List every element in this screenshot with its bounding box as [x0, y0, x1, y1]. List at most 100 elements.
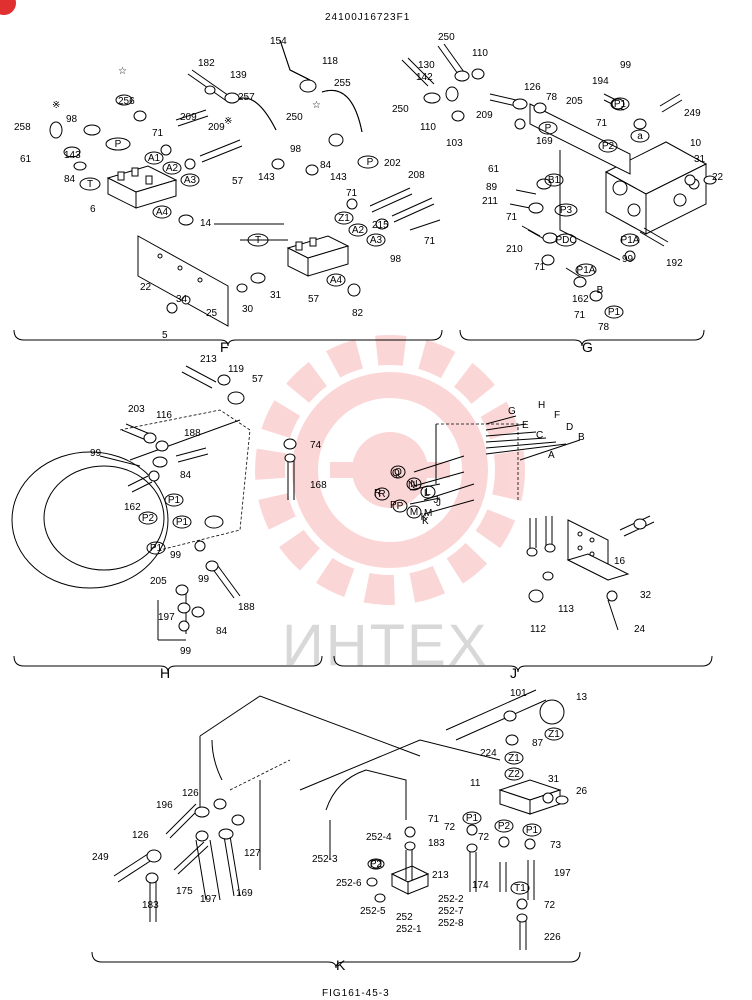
callout-number: 71	[574, 310, 586, 321]
callout-number: 142	[416, 72, 433, 83]
callout-number: 203	[128, 404, 145, 415]
callout-number: 57	[232, 176, 244, 187]
port-tag: N	[410, 479, 417, 490]
callout-number: 130	[418, 60, 435, 71]
port-tag: A3	[370, 235, 383, 246]
port-tag: P1	[526, 825, 539, 836]
callout-number: 74	[310, 440, 322, 451]
callout-number: 215	[372, 220, 389, 231]
callout-number: 110	[420, 122, 436, 133]
callout-number: J	[436, 498, 441, 509]
callout-number: 24	[634, 624, 646, 635]
callout-number: 202	[384, 158, 401, 169]
callout-number: 249	[684, 108, 701, 119]
callout-number: 252-7	[438, 906, 464, 917]
callout-number: 127	[244, 848, 261, 859]
callout-number: 11	[470, 778, 481, 789]
callout-number: 34	[176, 294, 188, 305]
port-tag: Q	[394, 467, 402, 478]
callout-number: 252-5	[360, 906, 386, 917]
section-k-drawing	[91, 689, 581, 969]
callout-number: 71	[506, 212, 518, 223]
port-tag: J	[434, 495, 439, 506]
callout-number: 113	[558, 604, 574, 615]
callout-number: 139	[230, 70, 247, 81]
callout-number: 10	[690, 138, 702, 149]
callout-number: 255	[334, 78, 351, 89]
port-tag: Z1	[508, 753, 520, 764]
port-tag: M	[410, 507, 418, 518]
drawing-number: 24100J16723F1	[325, 12, 410, 23]
callout-number: 249	[92, 852, 109, 863]
port-tag: P1	[466, 813, 479, 824]
callout-number: 211	[482, 196, 498, 207]
callout-number: 71	[424, 236, 436, 247]
callout-number: 82	[352, 308, 364, 319]
callout-number: 182	[198, 58, 215, 69]
callout-number: 73	[550, 840, 562, 851]
callout-number: 116	[156, 410, 172, 421]
page-corner-marker	[0, 0, 16, 15]
callout-number: 252-1	[396, 924, 422, 935]
callout-number: 252	[396, 912, 413, 923]
callout-number: 16	[614, 556, 626, 567]
port-tag: P1A	[621, 235, 640, 246]
callout-number: 197	[200, 894, 217, 905]
port-tag: A1	[148, 153, 161, 164]
port-tag: B1	[548, 175, 561, 186]
section-label-j: J	[510, 665, 517, 681]
callout-number: 31	[270, 290, 282, 301]
callout-number: 169	[236, 888, 253, 899]
callout-number: 98	[66, 114, 78, 125]
callout-number: 205	[566, 96, 583, 107]
svg-text:☆: ☆	[312, 100, 321, 111]
callout-number: G	[508, 406, 516, 417]
port-tag: Z2	[508, 769, 520, 780]
callout-number: 197	[554, 868, 571, 879]
callout-number: 99	[198, 574, 210, 585]
callout-number: 78	[598, 322, 610, 333]
callout-number: 188	[238, 602, 255, 613]
callout-number: 78	[546, 92, 558, 103]
watermark-text: ИНТЕХ	[282, 613, 488, 678]
port-tag: P2	[370, 859, 383, 870]
callout-number: F	[554, 410, 560, 421]
callout-number: 143	[64, 150, 81, 161]
port-tag: P	[545, 123, 552, 134]
callout-number: 6	[90, 204, 96, 215]
port-tag: A4	[330, 275, 343, 286]
port-tag: Z1	[548, 729, 560, 740]
callout-number: 162	[572, 294, 589, 305]
callout-number: 99	[622, 254, 634, 265]
port-tag: P1	[168, 495, 181, 506]
callout-number: 154	[270, 36, 287, 47]
port-tag: P1	[614, 99, 627, 110]
callout-number: 196	[156, 800, 173, 811]
callout-number: A	[548, 450, 555, 461]
callout-number: 98	[290, 144, 302, 155]
callout-number: 252-3	[312, 854, 338, 865]
callout-number: C	[536, 430, 543, 441]
callout-number: 197	[158, 612, 175, 623]
callout-number: 226	[544, 932, 561, 943]
port-tag: T	[87, 179, 93, 190]
callout-number: 71	[428, 814, 440, 825]
callout-number: 210	[506, 244, 523, 255]
callout-number: 14	[200, 218, 212, 229]
callout-number: 72	[444, 822, 456, 833]
callout-number: 87	[532, 738, 544, 749]
callout-number: 192	[666, 258, 683, 269]
section-h-drawing	[11, 365, 323, 673]
callout-number: 250	[392, 104, 409, 115]
callout-number: 99	[180, 646, 192, 657]
callout-number: 71	[596, 118, 608, 129]
callout-number: 252-2	[438, 894, 464, 905]
port-tag: P1	[176, 517, 189, 528]
callout-number: 256	[118, 96, 135, 107]
port-tag: A2	[166, 163, 179, 174]
figure-label: FIG161-45-3	[322, 988, 390, 999]
port-tag: R	[378, 489, 385, 500]
callout-number: 101	[510, 688, 527, 699]
callout-number: 258	[14, 122, 31, 133]
callout-number: 110	[472, 48, 488, 59]
